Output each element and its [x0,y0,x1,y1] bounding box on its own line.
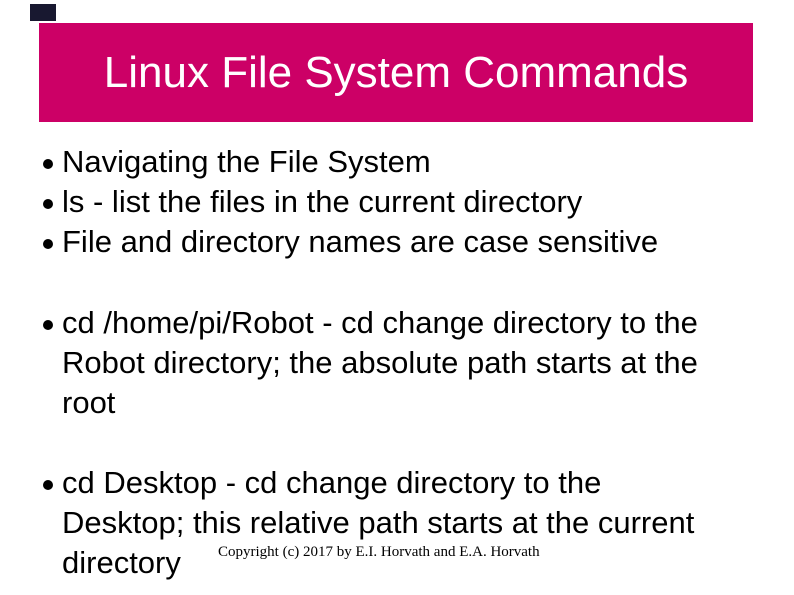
bullet-line: ls - list the files in the current direc… [62,184,583,219]
bullet-line: File and directory names are case sensit… [62,224,659,259]
copyright-notice: Copyright (c) 2017 by E.I. Horvath and E… [218,544,540,560]
bullet-line: directory [62,545,181,580]
bullet-line: Navigating the File System [62,144,431,179]
bullet-dot-icon [43,239,53,249]
bullet-group-cd-absolute: cd /home/pi/Robot - cd change directory … [0,303,794,423]
bullet-line: cd /home/pi/Robot - cd change directory … [62,305,698,340]
bullet-dot-icon [43,199,53,209]
bullet-item-case-sensitive: File and directory names are case sensit… [0,222,794,262]
bullet-dot-icon [43,320,53,330]
bullet-item-cd-relative: cd Desktop - cd change directory to the … [0,463,794,583]
bullet-line: Desktop; this relative path starts at th… [62,505,695,540]
bullet-line: cd Desktop - cd change directory to the [62,465,602,500]
bullet-group-cd-relative: cd Desktop - cd change directory to the … [0,463,794,583]
bullet-item-ls: ls - list the files in the current direc… [0,182,794,222]
bullet-line: Robot directory; the absolute path start… [62,345,698,380]
title-banner: Linux File System Commands [39,23,753,122]
bullet-dot-icon [43,159,53,169]
slide-title: Linux File System Commands [103,47,689,97]
bullet-item-navigating: Navigating the File System [0,142,794,182]
bullet-item-cd-absolute: cd /home/pi/Robot - cd change directory … [0,303,794,423]
dark-corner-mark [30,4,56,21]
bullet-line: root [62,385,116,420]
bullet-group-intro: Navigating the File System ls - list the… [0,142,794,262]
bullet-dot-icon [43,480,53,490]
